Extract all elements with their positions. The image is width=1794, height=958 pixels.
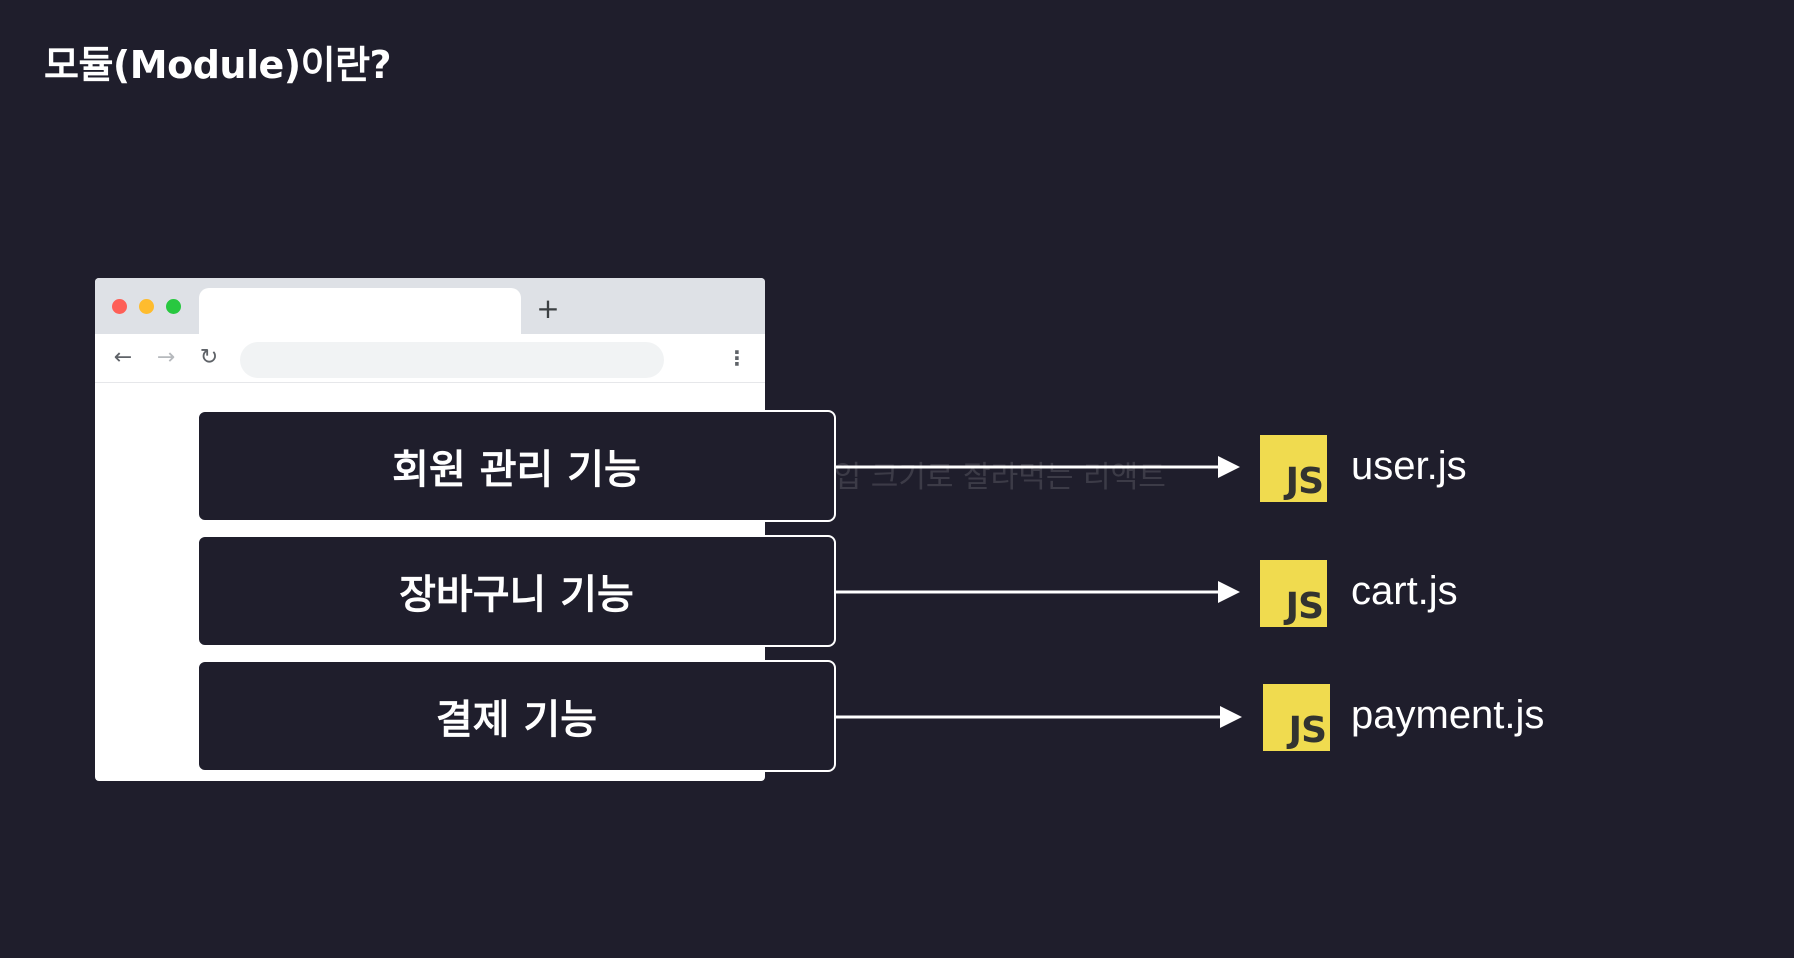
page-title: 모듈(Module)이란?: [44, 43, 392, 87]
close-window-dot-icon: [112, 299, 127, 314]
js-icon-text: JS: [1285, 461, 1324, 502]
feature-label: 회원 관리 기능: [392, 447, 641, 493]
js-icon-text: JS: [1288, 710, 1327, 751]
feature-label: 결제 기능: [435, 697, 598, 743]
reload-icon: ↻: [199, 345, 219, 370]
feature-box-user: 회원 관리 기능: [197, 410, 836, 522]
back-arrow-icon: ←: [113, 345, 133, 370]
feature-box-payment: 결제 기능: [197, 660, 836, 772]
file-name-payment: payment.js: [1351, 693, 1545, 737]
file-name-cart: cart.js: [1351, 569, 1458, 613]
javascript-icon: JS: [1260, 560, 1327, 627]
arrow-payment: [836, 706, 1242, 728]
address-bar: [240, 342, 664, 378]
file-name-user: user.js: [1351, 444, 1467, 488]
kebab-menu-icon: ⋮: [727, 346, 747, 370]
arrow-user: [836, 456, 1240, 478]
browser-tab: [199, 288, 521, 334]
browser-toolbar: ← → ↻ ⋮: [95, 334, 765, 383]
arrow-cart: [836, 581, 1240, 603]
feature-box-cart: 장바구니 기능: [197, 535, 836, 647]
browser-tab-bar: +: [95, 278, 765, 334]
javascript-icon: JS: [1263, 684, 1330, 751]
minimize-window-dot-icon: [139, 299, 154, 314]
feature-label: 장바구니 기능: [399, 572, 634, 618]
forward-arrow-icon: →: [156, 345, 176, 370]
js-icon-text: JS: [1285, 586, 1324, 627]
new-tab-icon: +: [536, 292, 560, 325]
javascript-icon: JS: [1260, 435, 1327, 502]
maximize-window-dot-icon: [166, 299, 181, 314]
